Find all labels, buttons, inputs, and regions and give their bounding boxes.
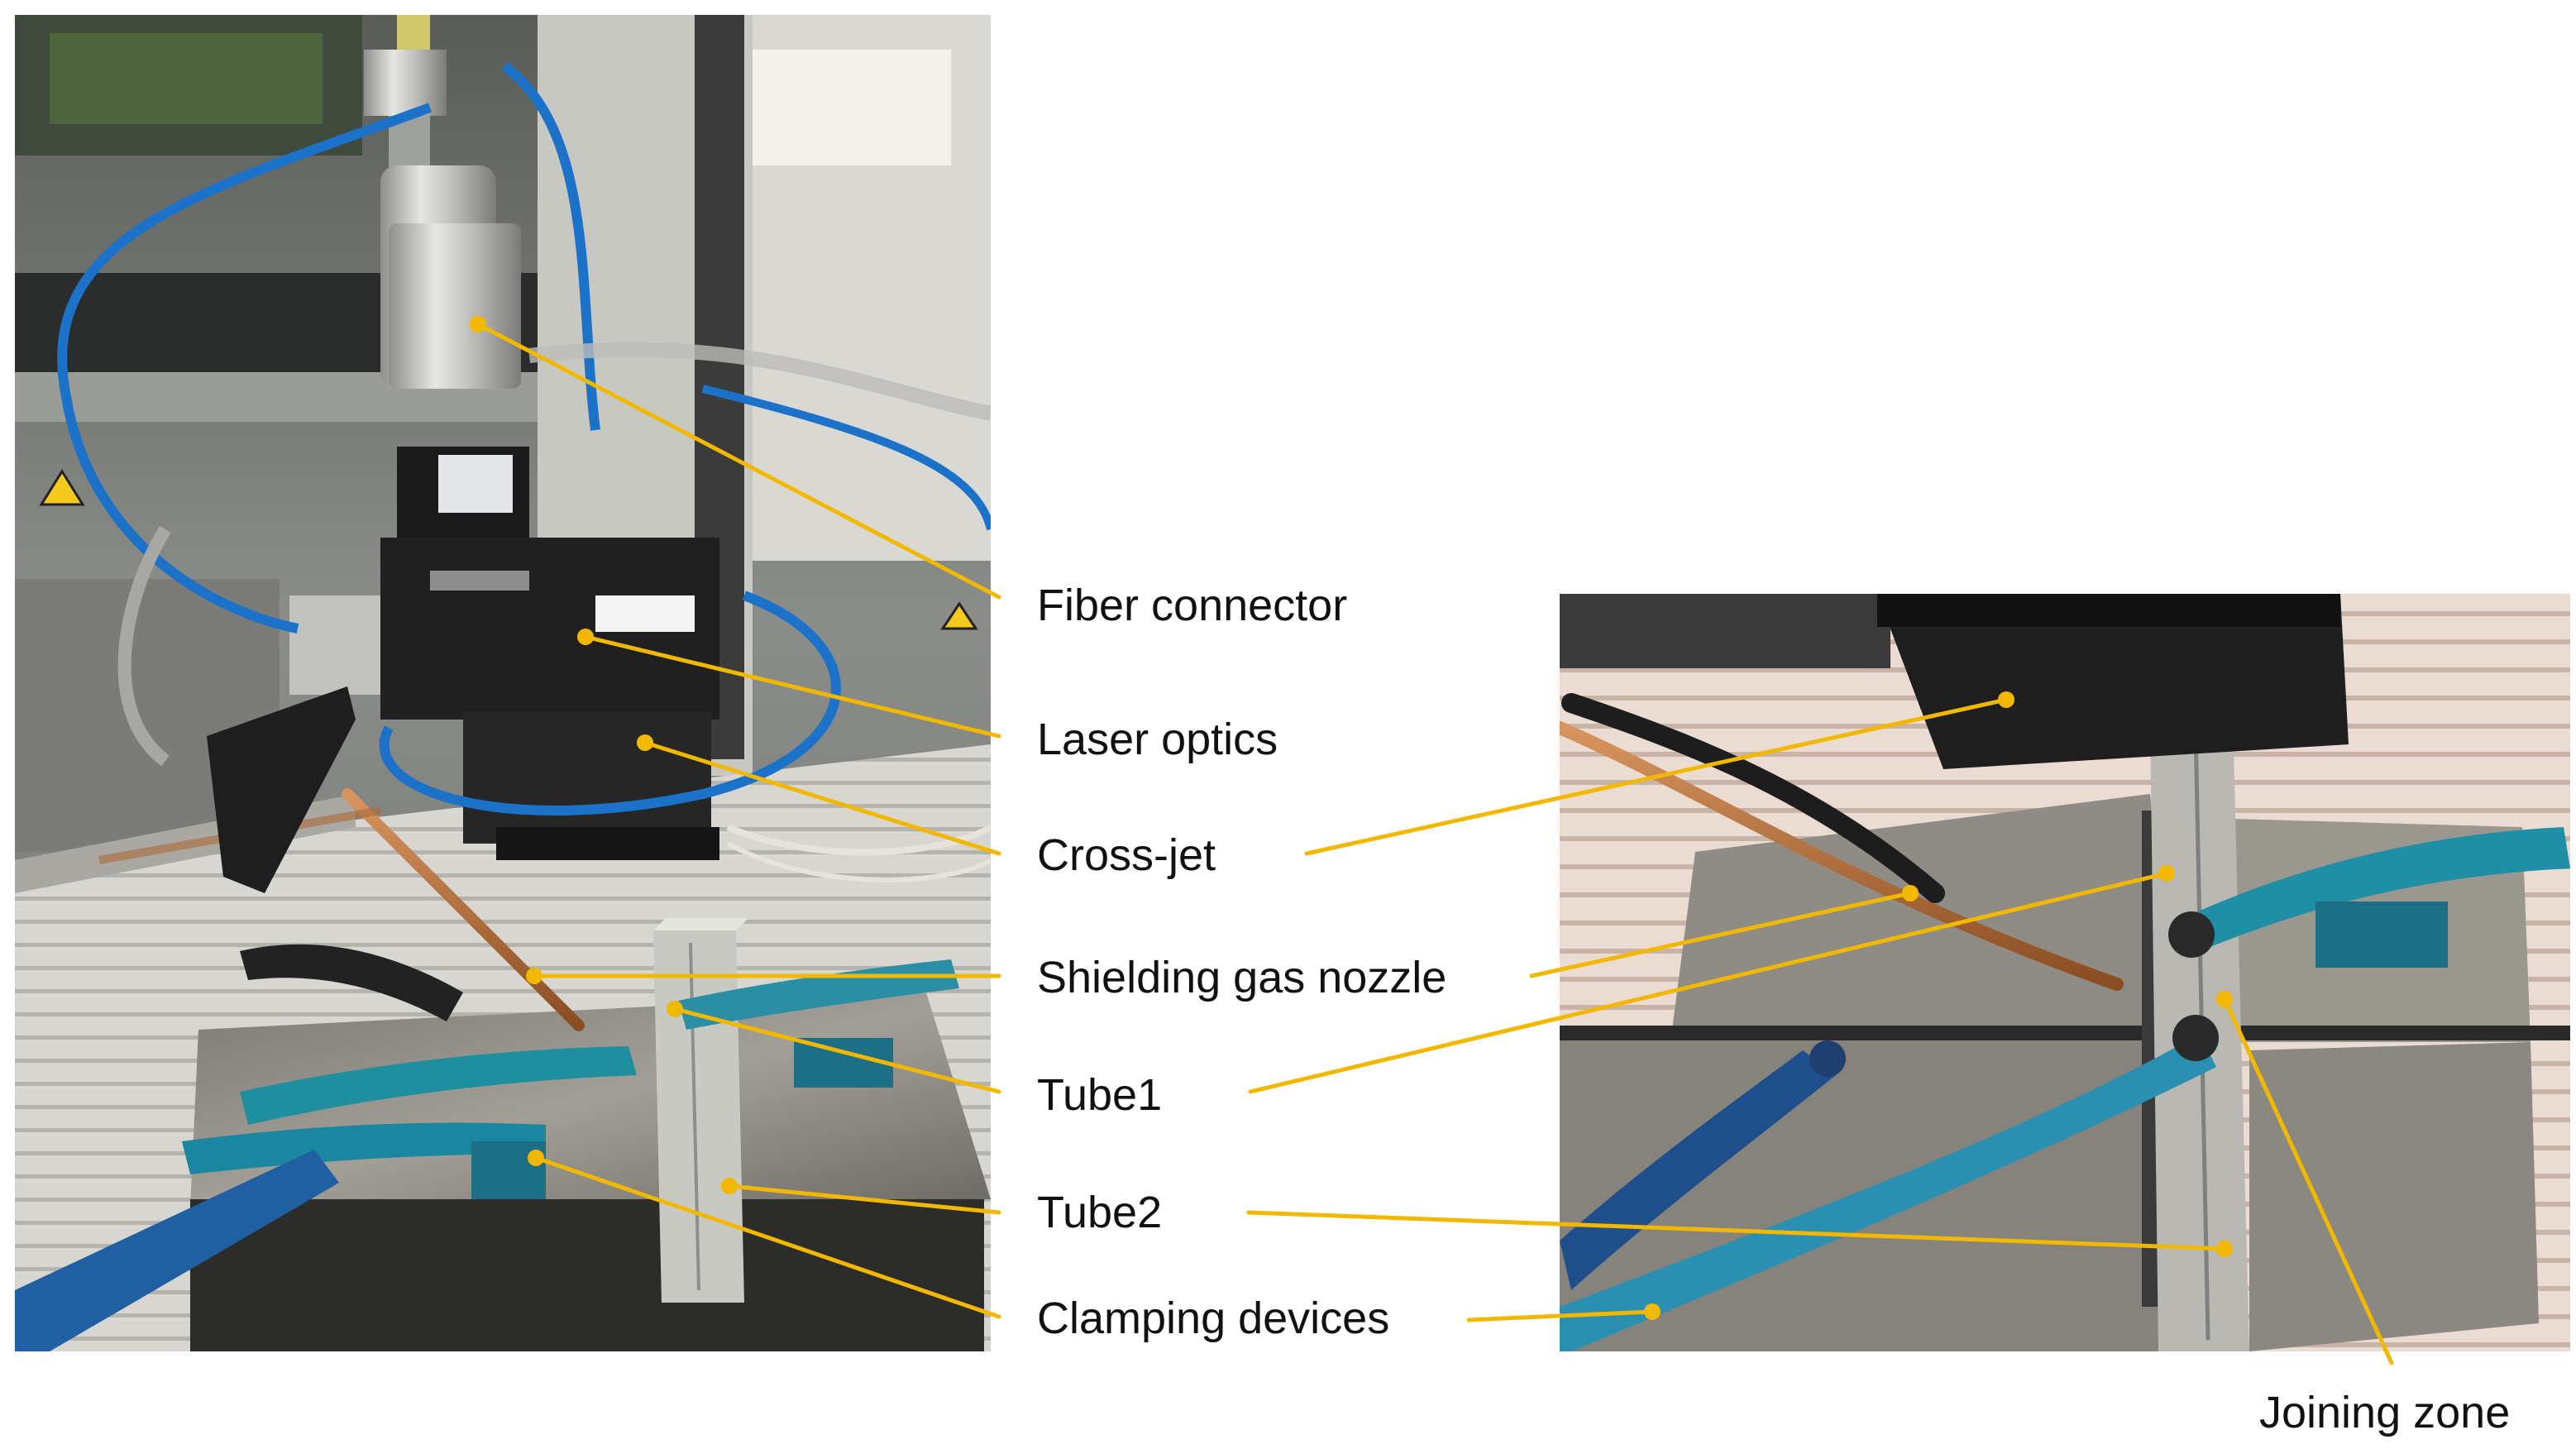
label-shielding-gas-nozzle: Shielding gas nozzle — [1037, 953, 1446, 1002]
dot-joining-zone — [2216, 991, 2233, 1007]
label-clamping-devices: Clamping devices — [1037, 1294, 1389, 1343]
dot-fiber-connector — [470, 316, 486, 332]
leader-tube2-right — [1246, 1210, 2227, 1251]
leader-cross-jet-right — [1304, 697, 2009, 856]
dot-cross-jet-left — [637, 734, 653, 751]
dot-tube1-left — [667, 1001, 683, 1017]
leader-tube1-left — [672, 1007, 1001, 1094]
dot-laser-optics — [577, 629, 594, 645]
label-fiber-connector: Fiber connector — [1037, 581, 1347, 630]
leader-tube2-left — [727, 1184, 1001, 1215]
leader-clamping-devices-left — [533, 1155, 1001, 1319]
dot-shielding-gas-nozzle-right — [1902, 885, 1919, 901]
right-photo — [1560, 594, 2570, 1351]
dot-cross-jet-right — [1998, 691, 2014, 708]
leader-tube1-right — [1248, 871, 2169, 1094]
leader-cross-jet-left — [643, 740, 1001, 856]
dot-tube1-right — [2158, 865, 2175, 882]
dot-tube2-right — [2216, 1241, 2233, 1257]
leader-lines — [476, 322, 2394, 1365]
leader-joining-zone — [2222, 997, 2394, 1365]
dot-tube2-left — [721, 1178, 738, 1194]
dot-clamping-devices-left — [528, 1150, 544, 1166]
label-cross-jet: Cross-jet — [1037, 830, 1216, 880]
labels: Fiber connector Laser optics Cross-jet S… — [1037, 581, 2510, 1437]
label-joining-zone: Joining zone — [2259, 1388, 2510, 1437]
left-photo — [15, 15, 991, 1351]
leader-fiber-connector — [476, 322, 1001, 600]
label-tube2: Tube2 — [1037, 1188, 1162, 1237]
leader-shielding-gas-nozzle-right — [1529, 891, 1913, 978]
dot-clamping-devices-right — [1644, 1303, 1661, 1320]
dot-shielding-gas-nozzle-left — [526, 968, 542, 984]
leader-laser-optics — [583, 634, 1001, 739]
leader-clamping-devices-right — [1466, 1309, 1655, 1322]
label-laser-optics: Laser optics — [1037, 715, 1278, 764]
label-tube1: Tube1 — [1037, 1070, 1162, 1120]
leader-dots — [470, 316, 2233, 1320]
